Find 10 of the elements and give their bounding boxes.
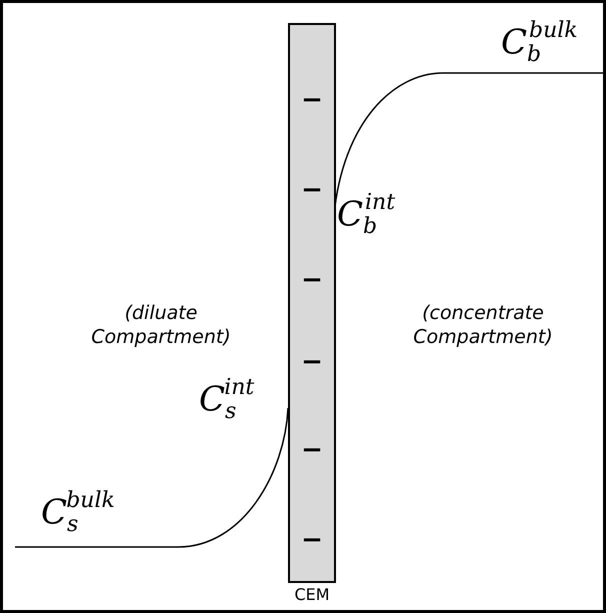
- minus-sign: −: [300, 435, 324, 465]
- minus-sign: −: [300, 347, 324, 377]
- compartment-label: (diluate Compartment): [90, 301, 232, 349]
- minus-sign: −: [300, 175, 324, 205]
- minus-sign: −: [300, 85, 324, 115]
- membrane-label: CEM: [293, 585, 331, 604]
- minus-sign: −: [300, 265, 324, 295]
- membrane-bar: [288, 23, 336, 583]
- compartment-label: (concentrate Compartment): [412, 301, 554, 349]
- minus-sign: −: [300, 525, 324, 555]
